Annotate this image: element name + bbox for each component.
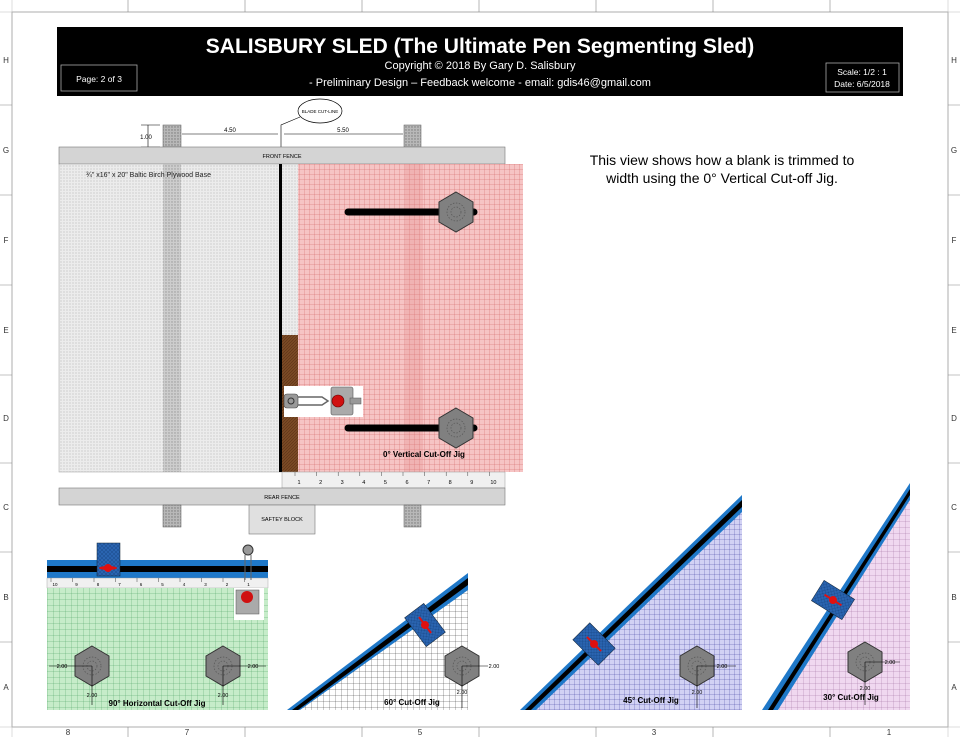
column-label: 3	[652, 728, 657, 737]
dimension: 2.00	[248, 664, 259, 670]
ruler-label: 2	[226, 582, 229, 587]
dimension: 2.00	[457, 690, 468, 696]
ruler-label: 10	[52, 582, 58, 587]
ruler-label: 8	[97, 582, 100, 587]
ruler-label: 4	[183, 582, 186, 587]
ruler-label: 9	[75, 582, 78, 587]
row-label: A	[951, 683, 957, 692]
row-label: B	[951, 593, 956, 602]
jig-30-label: 30° Cut-Off Jig	[823, 693, 879, 702]
cutoff-jig-45: 2.00 2.00 45° Cut-Off Jig	[520, 495, 742, 710]
fence-post	[162, 124, 182, 148]
row-label: D	[3, 414, 9, 423]
fence-post	[403, 504, 422, 528]
page-number: Page: 2 of 3	[76, 74, 122, 84]
dimension: 2.00	[692, 690, 703, 696]
row-label: F	[4, 236, 9, 245]
dimension-left: 4.50	[224, 128, 236, 134]
ruler-label: 6	[405, 480, 408, 486]
sled-top-view: 1.00 4.50 5.50 BLADE CUT-LINE FRONT FENC…	[58, 98, 523, 535]
row-label: E	[3, 326, 8, 335]
row-label: H	[951, 56, 957, 65]
dimension: 2.00	[87, 693, 98, 699]
ruler-label: 1	[247, 582, 250, 587]
vertical-jig-label: 0° Vertical Cut-Off Jig	[383, 450, 465, 459]
horizontal-jig-label: 90° Horizontal Cut-Off Jig	[109, 699, 206, 708]
ruler-label: 5	[384, 480, 387, 486]
jig-45-label: 45° Cut-Off Jig	[623, 696, 679, 705]
date: Date: 6/5/2018	[834, 79, 890, 89]
jig-60-label: 60° Cut-Off Jig	[384, 698, 440, 707]
ruler-label: 7	[118, 582, 121, 587]
description-line-2: width using the 0° Vertical Cut-off Jig.	[605, 170, 838, 186]
blade-cut-line-label: BLADE CUT-LINE	[302, 109, 339, 114]
scale: Scale: 1/2 : 1	[837, 67, 887, 77]
column-label: 5	[418, 728, 423, 737]
dimension: 2.00	[218, 693, 229, 699]
ruler-label: 3	[204, 582, 207, 587]
cutoff-jig-60: 2.00 2.00 60° Cut-Off Jig	[287, 573, 499, 710]
dimension-height: 1.00	[140, 135, 152, 141]
ruler-label: 7	[427, 480, 430, 486]
stop-block[interactable]	[572, 622, 616, 666]
subtitle: - Preliminary Design – Feedback welcome …	[309, 77, 651, 89]
rear-fence-label: REAR FENCE	[264, 495, 300, 501]
blade-callout	[297, 98, 343, 124]
row-label: G	[3, 146, 9, 155]
row-label: C	[3, 503, 9, 512]
fence-post	[403, 124, 422, 148]
row-label: B	[3, 593, 8, 602]
ruler-label: 5	[161, 582, 164, 587]
cutoff-jig-30: 2.00 2.00 30° Cut-Off Jig	[762, 483, 910, 710]
dimension: 2.00	[717, 664, 728, 670]
blade-line	[279, 164, 282, 472]
ruler-label: 6	[140, 582, 143, 587]
title-block: SALISBURY SLED (The Ultimate Pen Segment…	[57, 27, 903, 96]
ruler-label: 8	[449, 480, 452, 486]
stop-block[interactable]	[811, 579, 855, 621]
page-title: SALISBURY SLED (The Ultimate Pen Segment…	[206, 35, 754, 58]
ruler-label: 1	[297, 480, 300, 486]
horizontal-cutoff-jig: 10 9 8 7 6 5 4 3 2 1 2.00 2.00 2.00 2.00 90° Hori…	[46, 542, 269, 710]
row-label: E	[951, 326, 956, 335]
ruler-label: 9	[470, 480, 473, 486]
stop-block[interactable]	[404, 603, 446, 647]
ruler-label: 3	[341, 480, 344, 486]
row-labels: H G F E D C B A H G F E D C B A 8 7 5 3 …	[3, 56, 957, 737]
column-label: 7	[185, 728, 190, 737]
row-label: D	[951, 414, 957, 423]
row-label: H	[3, 56, 9, 65]
dimension: 2.00	[885, 660, 896, 666]
ruler-label: 2	[319, 480, 322, 486]
column-label: 8	[66, 728, 71, 737]
fence-post	[162, 504, 182, 528]
row-label: F	[952, 236, 957, 245]
safety-block	[248, 504, 316, 535]
row-label: G	[951, 146, 957, 155]
dimension: 2.00	[860, 686, 871, 692]
front-fence-label: FRONT FENCE	[262, 154, 301, 160]
ruler-label: 10	[490, 480, 496, 486]
toggle-clamp-icon[interactable]	[283, 386, 363, 417]
dimension-right: 5.50	[337, 128, 349, 134]
column-label: 1	[887, 728, 892, 737]
description-line-1: This view shows how a blank is trimmed t…	[590, 152, 855, 168]
safety-block-label: SAFTEY BLOCK	[261, 517, 303, 523]
dimension: 2.00	[57, 664, 68, 670]
row-label: A	[3, 683, 9, 692]
row-label: C	[951, 503, 957, 512]
dimension: 2.00	[489, 664, 500, 670]
base-label: ¾" x16" x 20" Baltic Birch Plywood Base	[86, 172, 211, 179]
copyright: Copyright © 2018 By Gary D. Salisbury	[385, 60, 576, 72]
ruler-label: 4	[362, 480, 365, 486]
